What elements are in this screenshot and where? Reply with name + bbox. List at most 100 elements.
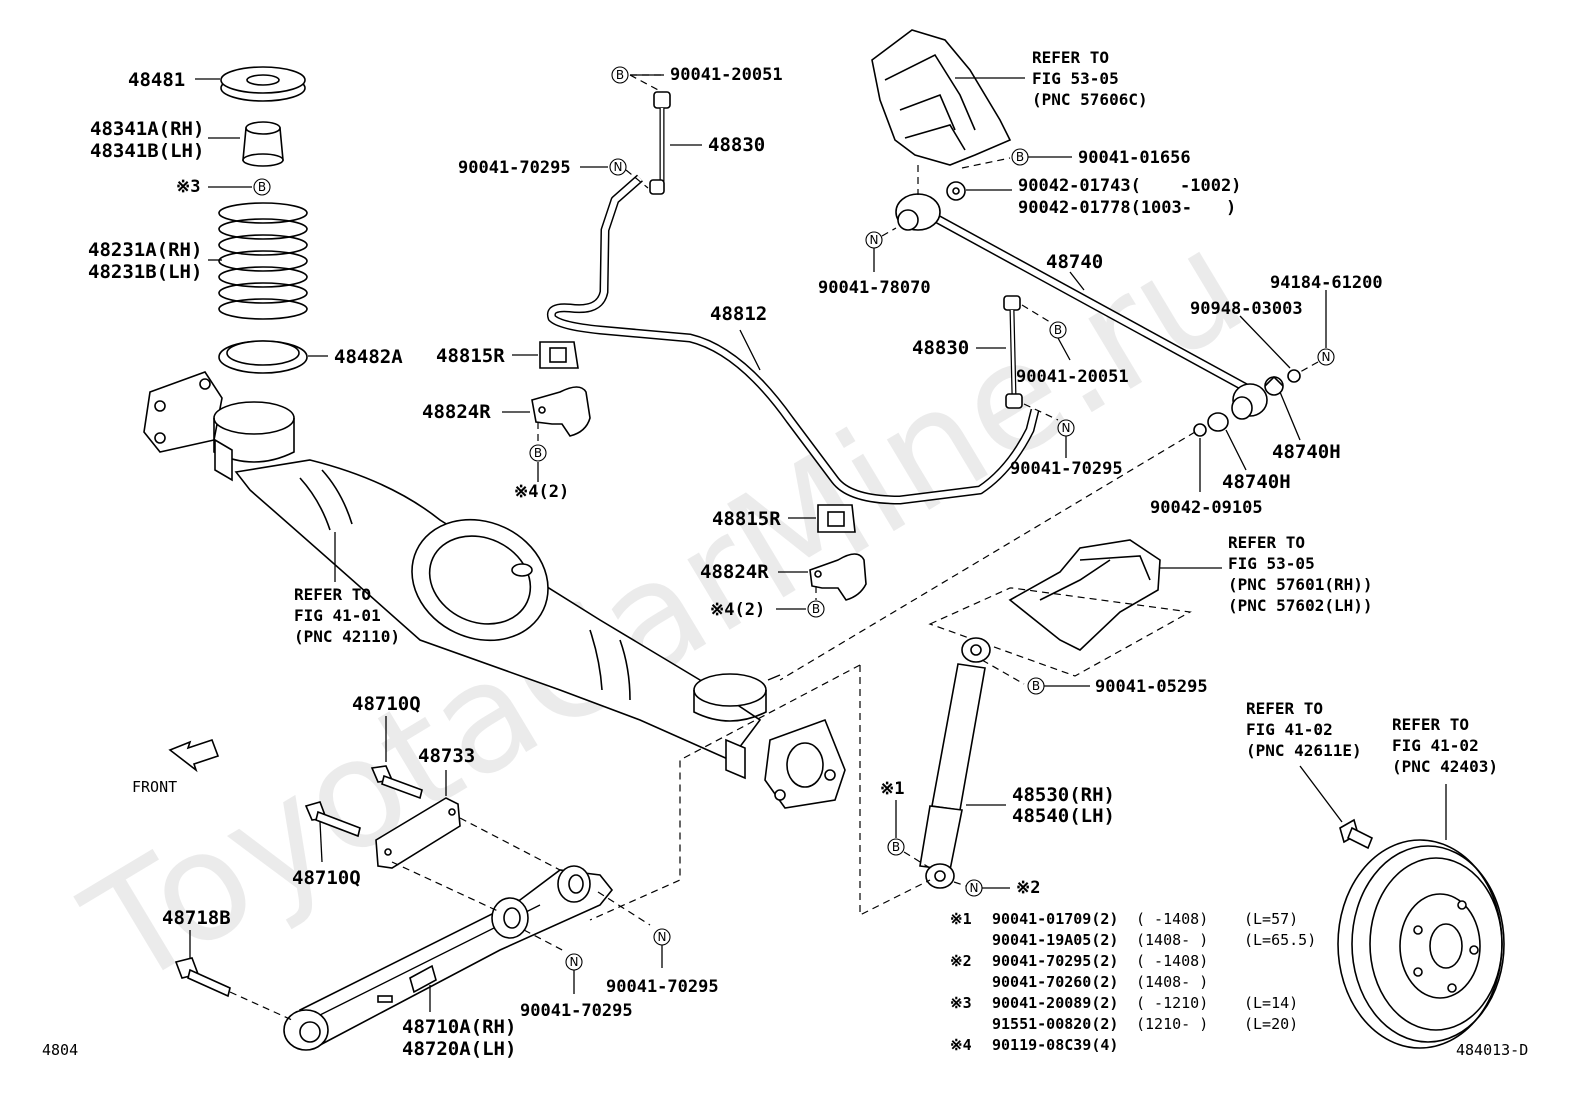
label-48812: 48812 (710, 303, 767, 325)
note-extra: (L=65.5) (1244, 931, 1316, 949)
footer-right-code: 484013-D (1456, 1041, 1528, 1059)
note-row: ※3 90041-20089(2) ( -1210) (L=14) (950, 994, 1298, 1012)
notes-table: ※1 90041-01709(2) ( -1408) (L=57) 90041-19A0… (950, 910, 1316, 1054)
label-note1: ※1 (880, 779, 904, 799)
note-row: ※1 90041-01709(2) ( -1408) (L=57) (950, 910, 1298, 928)
trailing-arm-48710a (283, 865, 614, 1051)
stabilizer-bushing-48815r-a (539, 341, 579, 369)
note-range: ( -1210) (1136, 994, 1208, 1012)
body-bracket-57606c (871, 29, 1012, 166)
label-48740h-b: 48740H (1222, 471, 1291, 493)
note-mark: ※3 (950, 994, 972, 1012)
label-48231a: 48231A(RH) (88, 239, 202, 261)
svg-text:B: B (1016, 150, 1024, 164)
ref-bolt-l3: (PNC 42611E) (1246, 741, 1362, 760)
label-90041-20051-a: 90041-20051 (670, 65, 783, 85)
stabilizer-bushing-48815r-b (817, 504, 856, 533)
label-48830-b: 48830 (912, 337, 969, 359)
svg-text:N: N (970, 881, 979, 895)
label-90042-01778: 90042-01778(1003- (1018, 198, 1192, 218)
label-48733: 48733 (418, 745, 475, 767)
note-part: 90041-20089(2) (992, 994, 1118, 1012)
bump-stopper-48341 (242, 121, 284, 167)
ref-drum-l3: (PNC 42403) (1392, 757, 1498, 776)
ref-bracket-l1: REFER TO (1032, 48, 1109, 67)
lateral-rod-48740 (895, 193, 1268, 420)
nut-94184-61200 (1287, 369, 1301, 383)
n-badge: N (1057, 419, 1075, 437)
stabilizer-bracket-48824r-a (531, 386, 591, 437)
front-arrow-icon (168, 738, 220, 773)
note-range: ( -1408) (1136, 910, 1208, 928)
label-48740h-a: 48740H (1272, 441, 1341, 463)
note-range: (1408- ) (1136, 973, 1208, 991)
note-range: (1210- ) (1136, 1015, 1208, 1033)
footer-left-code: 4804 (42, 1041, 78, 1059)
note-range: ( -1408) (1136, 952, 1208, 970)
label-note3: ※3 (176, 177, 200, 197)
note-part: 90041-01709(2) (992, 910, 1118, 928)
label-90041-70295-c: 90041-70295 (606, 977, 719, 997)
label-90041-78070: 90041-78070 (818, 278, 931, 298)
ref-axle-l2: FIG 41-01 (294, 606, 381, 625)
ref-drum-l1: REFER TO (1392, 715, 1469, 734)
note-extra: (L=57) (1244, 910, 1298, 928)
label-note2: ※2 (1016, 878, 1040, 898)
svg-text:B: B (616, 68, 624, 82)
hub-bolt (1339, 818, 1374, 850)
ref-axle-l1: REFER TO (294, 585, 371, 604)
note-extra: (L=14) (1244, 994, 1298, 1012)
label-48530: 48530(RH) (1012, 784, 1115, 806)
cushion-48740h-lower (1207, 412, 1229, 432)
washer-90042-09105 (1193, 423, 1207, 437)
note-mark: ※1 (950, 910, 972, 928)
label-48824r-b: 48824R (700, 561, 769, 583)
label-90041-20051-b: 90041-20051 (1016, 367, 1129, 387)
shock-absorber-48530 (919, 637, 991, 889)
svg-text:B: B (1054, 323, 1062, 337)
label-90042-09105: 90042-09105 (1150, 498, 1263, 518)
ref-bracket-l3: (PNC 57606C) (1032, 90, 1148, 109)
svg-text:B: B (258, 180, 266, 194)
label-48830-a: 48830 (708, 134, 765, 156)
ref-body-l2: FIG 53-05 (1228, 554, 1315, 573)
b-badge: B (529, 444, 547, 462)
svg-text:N: N (1322, 350, 1331, 364)
bolt-48710q-lower (304, 801, 361, 838)
note-part: 90119-08C39(4) (992, 1036, 1118, 1054)
n-badge: N (653, 928, 671, 946)
svg-text:N: N (1062, 421, 1071, 435)
svg-text:N: N (614, 160, 623, 174)
note-row: 90041-19A05(2)(1408- )(L=65.5) (992, 931, 1316, 949)
label-48824r-a: 48824R (422, 401, 491, 423)
label-48718b: 48718B (162, 907, 231, 929)
b-badge: B (1011, 148, 1029, 166)
label-48481: 48481 (128, 69, 185, 91)
label-94184-61200: 94184-61200 (1270, 273, 1383, 293)
stabilizer-link-48830-lower (1003, 295, 1023, 409)
label-90042-01778-range: ) (1226, 198, 1236, 218)
label-90948-03003: 90948-03003 (1190, 299, 1303, 319)
label-90041-70295-d: 90041-70295 (520, 1001, 633, 1021)
b-badge: B (1049, 321, 1067, 339)
note-part: 90041-70295(2) (992, 952, 1118, 970)
body-bracket-57601 (1008, 539, 1161, 651)
label-48710q-b: 48710Q (292, 867, 361, 889)
n-badge: N (565, 953, 583, 971)
bolt-48710q-upper (370, 765, 423, 800)
ref-body-l3: (PNC 57601(RH)) (1228, 575, 1373, 594)
n-badge: N (1317, 348, 1335, 366)
ref-body-l4: (PNC 57602(LH)) (1228, 596, 1373, 615)
label-48341a: 48341A(RH) (90, 118, 204, 140)
upper-spring-seat-48481 (220, 66, 306, 102)
svg-text:N: N (570, 955, 579, 969)
ref-drum-l2: FIG 41-02 (1392, 736, 1479, 755)
note-part: 90041-70260(2) (992, 973, 1118, 991)
label-note4-b: ※4(2) (710, 600, 765, 620)
svg-text:N: N (658, 930, 667, 944)
label-48710a: 48710A(RH) (402, 1016, 516, 1038)
note-row: 90041-70260(2) (1408- ) (992, 973, 1208, 991)
